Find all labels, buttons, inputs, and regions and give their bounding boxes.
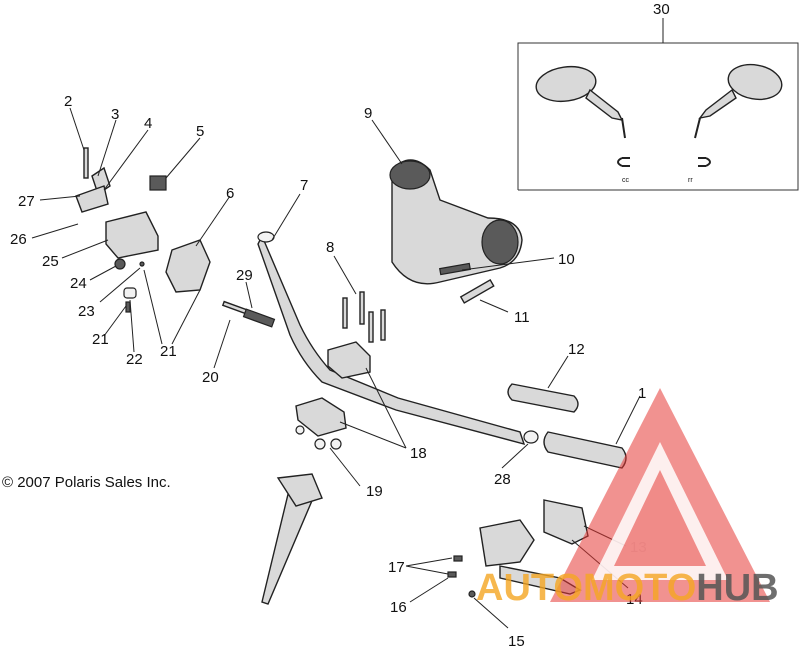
cover-22 <box>123 287 137 299</box>
steering-plate <box>276 473 323 507</box>
nut-19b <box>314 438 326 450</box>
grip-1 <box>543 431 627 469</box>
screw-23 <box>139 261 145 267</box>
watermark-text: AUTOMOTOHUB <box>476 567 779 609</box>
screw-17b <box>447 571 457 578</box>
callout-1: 1 <box>638 385 646 402</box>
pad-right-end <box>481 219 519 265</box>
inset-mark-right: rr <box>688 177 693 184</box>
inset-mark-left: cc <box>622 177 630 184</box>
left-control-parts <box>75 147 276 328</box>
callout-11: 11 <box>514 309 530 326</box>
housing-4 <box>75 185 109 213</box>
callout-22: 22 <box>126 351 143 368</box>
callout-10: 10 <box>558 251 575 268</box>
callout-4: 4 <box>144 115 152 132</box>
left-mirror <box>535 65 597 103</box>
right-mirror-arm <box>698 88 737 120</box>
clamp-upper <box>327 341 371 379</box>
strap-10 <box>439 262 471 276</box>
switch-13 <box>543 499 589 545</box>
left-mirror-arm <box>585 88 624 121</box>
callout-15: 15 <box>508 633 525 649</box>
nut-24 <box>114 258 126 270</box>
handlebar-end <box>257 231 275 243</box>
callout-29: 29 <box>236 267 253 284</box>
callout-3: 3 <box>111 106 119 123</box>
callout-27: 27 <box>18 193 35 210</box>
callout-16: 16 <box>390 599 407 616</box>
bolts-8 <box>342 291 386 343</box>
callout-numbers: 30 2 3 4 5 27 26 25 24 23 21 22 21 6 29 … <box>10 1 670 649</box>
watermark-logo: AUTOMOTOHUB <box>476 388 779 609</box>
callout-18: 18 <box>410 445 427 462</box>
mirror-inset: cc rr <box>517 18 799 191</box>
grip-12 <box>507 383 579 413</box>
nut-19a <box>295 425 305 435</box>
screw-17a <box>453 555 463 562</box>
strap-11 <box>459 278 495 304</box>
handlebar-pad <box>389 159 523 285</box>
callout-25: 25 <box>42 253 59 270</box>
spring-29 <box>242 308 276 328</box>
throttle-housing-6 <box>165 239 211 293</box>
leader-lines <box>31 107 641 629</box>
right-mirror <box>727 63 783 101</box>
screw-15 <box>468 590 476 598</box>
switch-housing-25 <box>105 211 159 259</box>
pad-left-end <box>389 160 431 190</box>
callout-19: 19 <box>366 483 383 500</box>
callout-23: 23 <box>78 303 95 320</box>
screw-2 <box>83 147 89 179</box>
callout-9: 9 <box>364 105 372 122</box>
watermark-brand-part1: AUTOMOTO <box>476 567 696 609</box>
callout-21b: 21 <box>160 343 177 360</box>
handlebar-tube <box>257 234 526 446</box>
callout-6: 6 <box>226 185 234 202</box>
clamp-lower <box>295 397 347 437</box>
handlebar <box>257 231 526 446</box>
switch-5 <box>149 175 167 191</box>
spacer-28 <box>523 430 539 444</box>
callout-20: 20 <box>202 369 219 386</box>
watermark-brand-part2: HUB <box>696 567 778 609</box>
callout-21a: 21 <box>92 331 109 348</box>
master-cylinder <box>479 519 535 567</box>
steering-post <box>261 485 315 605</box>
copyright-text: © 2007 Polaris Sales Inc. <box>2 474 171 491</box>
callout-28: 28 <box>494 471 511 488</box>
callout-12: 12 <box>568 341 585 358</box>
callout-5: 5 <box>196 123 204 140</box>
screw-21 <box>125 301 131 313</box>
nut-19c <box>330 438 342 450</box>
callout-24: 24 <box>70 275 87 292</box>
brake-lever-assembly <box>447 499 589 598</box>
callout-26: 26 <box>10 231 27 248</box>
callout-17: 17 <box>388 559 405 576</box>
callout-8: 8 <box>326 239 334 256</box>
callout-7: 7 <box>300 177 308 194</box>
callout-30: 30 <box>653 1 670 18</box>
callout-2: 2 <box>64 93 72 110</box>
